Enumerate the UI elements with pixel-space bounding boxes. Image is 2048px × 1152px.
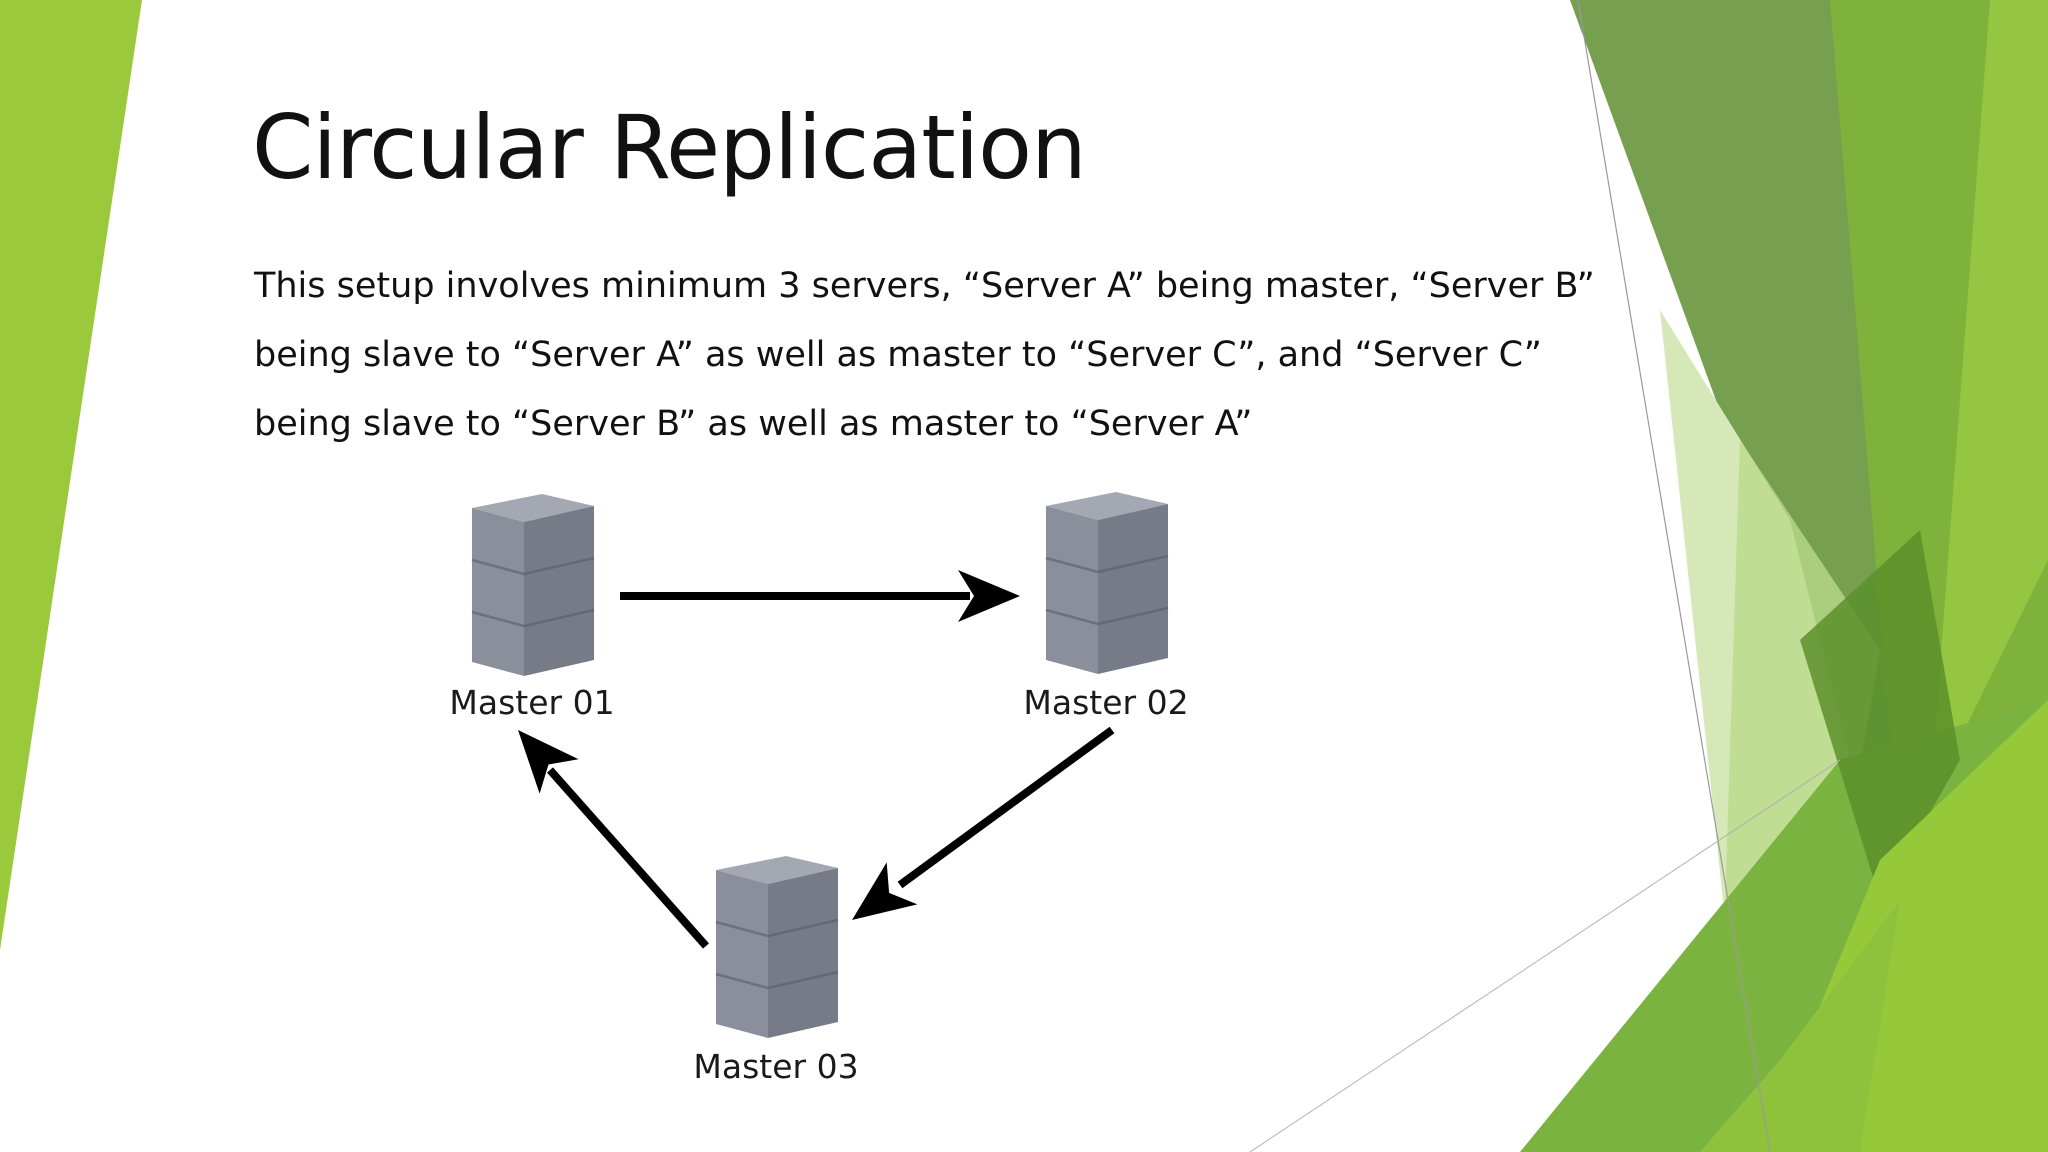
body-line-2: being slave to “Server A” as well as mas…	[254, 335, 1542, 375]
body-line-1: This setup involves minimum 3 servers, “…	[254, 266, 1595, 306]
right-band-light-strip	[1930, 0, 2048, 800]
server-node-master-02: Master 02	[1023, 490, 1189, 722]
node-label-master-03: Master 03	[693, 1047, 858, 1086]
left-green-band	[0, 0, 142, 950]
server-icon	[1044, 490, 1170, 676]
decor-line-1	[1577, 0, 1771, 1152]
decor-line-2	[1249, 759, 1841, 1152]
body-line-3: being slave to “Server B” as well as mas…	[254, 404, 1253, 444]
arrow-master-01-to-master-02	[620, 570, 1020, 622]
node-label-master-01: Master 01	[449, 683, 614, 722]
node-label-master-02: Master 02	[1023, 683, 1188, 722]
server-icon	[714, 854, 840, 1040]
server-icon	[470, 492, 596, 678]
right-band-deep	[1800, 530, 1960, 900]
server-node-master-03: Master 03	[693, 854, 859, 1086]
slide-body: This setup involves minimum 3 servers, “…	[254, 252, 1595, 459]
arrow-master-03-to-master-01	[498, 712, 709, 949]
right-band-bottom-tip	[1700, 900, 1900, 1152]
slide-title: Circular Replication	[252, 96, 1087, 199]
server-node-master-01: Master 01	[449, 492, 615, 722]
arrow-master-02-to-master-03	[836, 726, 1115, 941]
